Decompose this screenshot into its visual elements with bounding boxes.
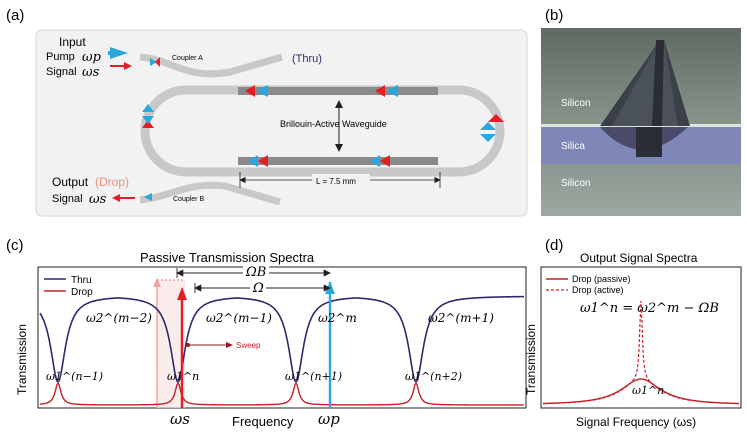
panel-b-tag: (b) [545,7,563,24]
legend-thru-label: Thru [71,275,92,286]
omega-label: Ω [252,281,264,296]
omega-p-axis-label: ωp [318,410,340,428]
panel-c-ylabel: Transmission [15,324,29,395]
drop-mode-label: ω1^(n+2) [405,370,462,383]
drop-mode-label: ω1^n [167,370,199,383]
thru-mode-label: ω2^(m+1) [428,311,494,325]
panel-c-tag: (c) [6,237,24,254]
pump-input-arrow [110,47,128,59]
output-signal-symbol: ωs [89,192,107,207]
panel-d-tag: (d) [545,237,563,254]
coupler-b-label: Coupler B [173,196,204,203]
drop-mode-label: ω1^(n+1) [285,370,342,383]
panel-c-title: Passive Transmission Spectra [140,250,315,265]
resonance-equation: ω1^n = ω2^m − ΩB [580,301,719,316]
waveguide-bottom [238,157,438,165]
sweep-label: Sweep [236,341,261,350]
layer-silicon-top: Silicon [561,98,590,109]
drop-label: (Drop) [95,175,129,189]
panel-d-peak-label: ω1^n [632,384,664,397]
legend-active-label: Drop (active) [572,285,624,295]
output-signal-arrow [112,194,120,202]
panel-d-title: Output Signal Spectra [580,251,698,265]
coupler-a-label: Coupler A [172,55,203,62]
panel-c-xlabel: Frequency [232,414,294,429]
omega-b-label: ΩB [245,265,266,280]
layer-silica: Silica [561,141,585,152]
thru-mode-label: ω2^m [318,311,357,325]
drop-mode-label: ω1^(n−1) [46,370,103,383]
thru-spectrum [39,295,525,384]
output-signal-label: Signal [52,193,83,205]
panel-d-xlabel: Signal Frequency (ωs) [576,415,696,429]
device-cross-section [541,28,741,216]
waveguide-label: Brillouin-Active Waveguide [280,119,387,129]
thru-label: (Thru) [292,53,322,65]
input-title: Input [59,35,86,49]
thru-mode-label: ω2^(m−1) [206,311,272,325]
signal-input-arrow [124,62,132,70]
waveguide-top [238,87,438,95]
panel-a-tag: (a) [6,7,24,24]
omega-s-axis-label: ωs [170,410,190,428]
legend-drop-label: Drop [71,287,93,298]
pump-symbol: ωp [82,50,102,65]
output-title: Output [52,175,89,189]
propagation-markers [142,57,504,201]
panel-d-plot-frame [540,266,742,409]
pump-label: Pump [46,51,75,63]
panel-d-ylabel: Transmission [524,324,538,395]
drop-active-curve [542,300,740,405]
signal-symbol: ωs [82,65,100,80]
drop-spectrum [39,381,524,406]
layer-silicon-bottom: Silicon [561,178,590,189]
signal-label: Signal [46,66,77,78]
length-label: L = 7.5 mm [316,177,356,186]
bus-waveguide-top [139,53,283,78]
legend-passive-label: Drop (passive) [572,274,631,284]
thru-mode-label: ω2^(m−2) [86,311,152,325]
